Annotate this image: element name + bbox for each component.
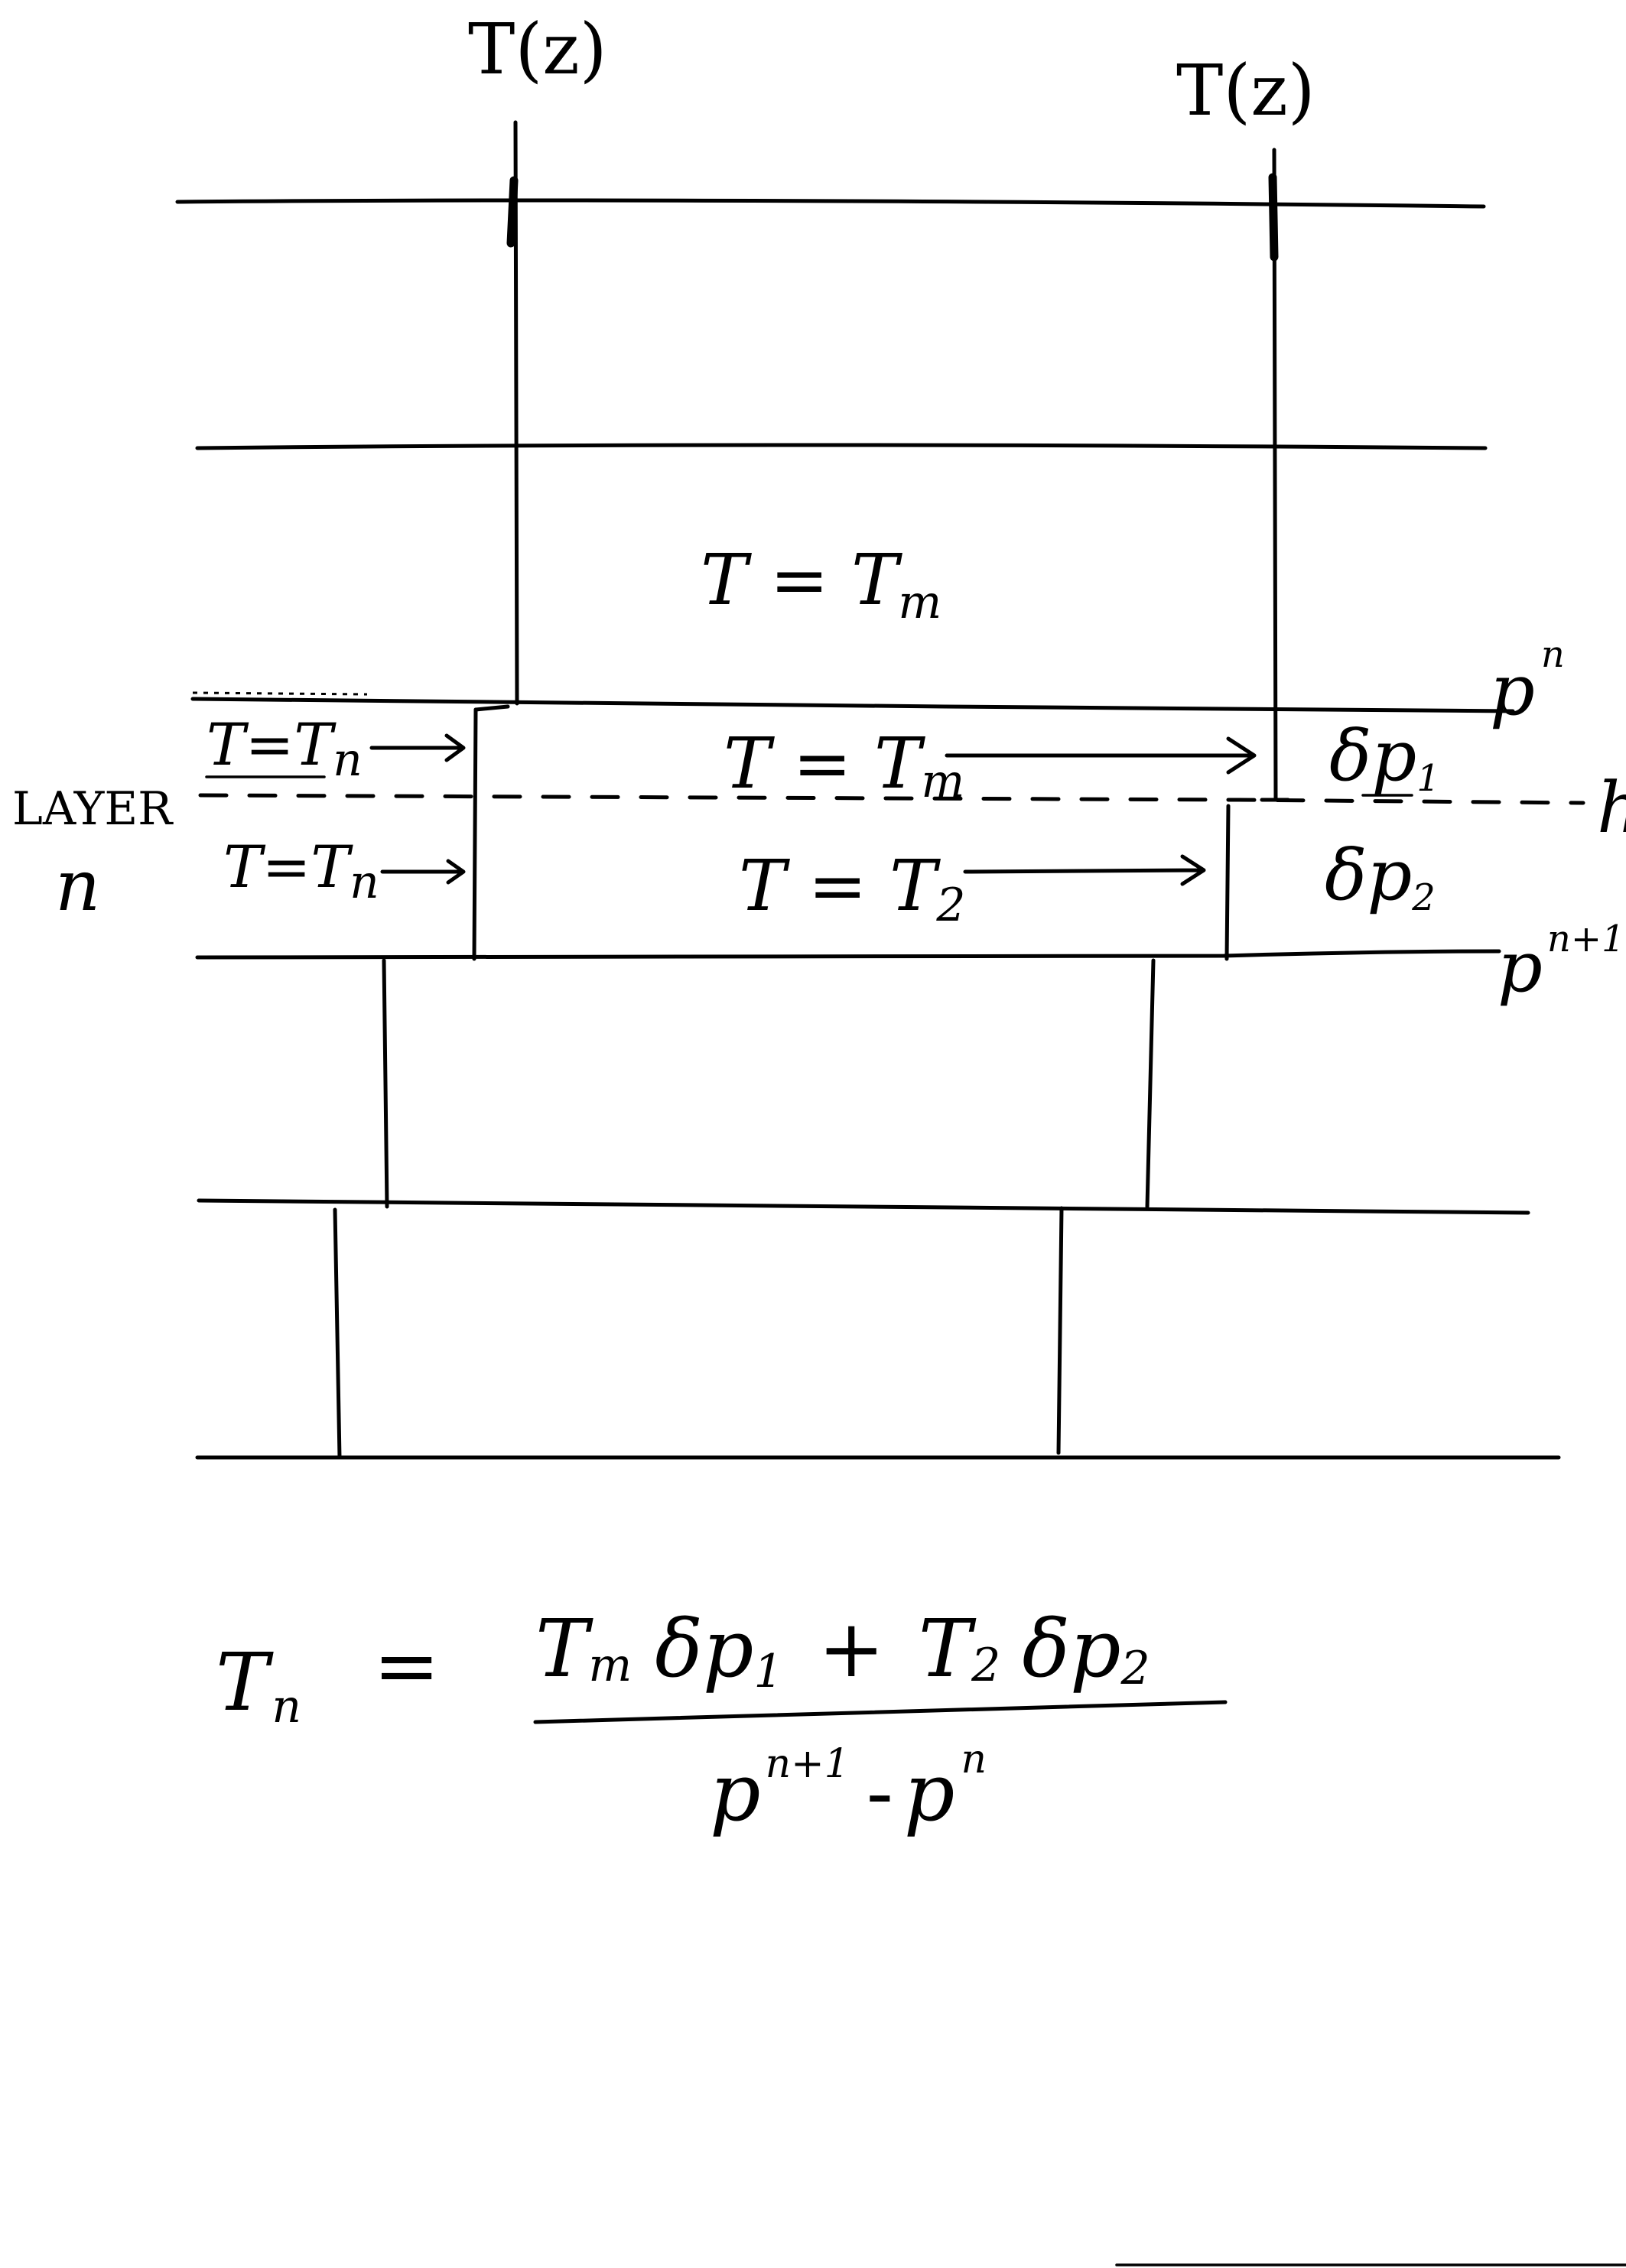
formula-num-term2-dp: δp: [1022, 1602, 1120, 1695]
left-upper-temperature-sub: n: [333, 733, 363, 787]
dp2-main: δp: [1325, 834, 1412, 916]
middle-lower-arrow: [963, 854, 1206, 886]
formula-den-p1: p: [710, 1746, 761, 1839]
middle-upper-arrow: [945, 736, 1257, 775]
left-lower-arrow: [380, 859, 466, 885]
left-upper-temperature-main: T=T: [207, 710, 337, 778]
formula-num-term1-dp: δp: [655, 1602, 753, 1695]
level-h-dashed-line: [198, 793, 1585, 805]
lower-right-wall-1: [1145, 958, 1156, 1209]
interface-line-pn: [190, 697, 1515, 713]
formula-fraction-bar: [533, 1700, 1228, 1724]
formula-lhs-sub: n: [272, 1680, 301, 1733]
interface-line-pn1: [195, 949, 1501, 960]
formula-num-term1-sub: m: [588, 1639, 632, 1692]
middle-upper-temperature-label: T = Tm: [724, 723, 964, 808]
layer-index-label: n: [55, 845, 100, 927]
above-layer-temperature-sub: m: [898, 576, 941, 629]
middle-upper-temperature-main: T = T: [724, 723, 925, 804]
left-lower-temperature-label: T=Tn: [223, 833, 379, 909]
lower-left-wall-1: [382, 958, 389, 1209]
middle-lower-temperature-sub: 2: [935, 879, 965, 932]
pressure-pn-main: p: [1490, 649, 1535, 731]
interface-line-2: [195, 443, 1488, 450]
formula-den-p1-sup: n+1: [766, 1741, 850, 1787]
above-layer-temperature-label: T = Tm: [701, 539, 941, 629]
formula-den-p2: p: [904, 1746, 955, 1839]
left-layer-notch: [473, 704, 510, 712]
pressure-pn-sup: n: [1541, 633, 1565, 676]
formula-num-term2-dp-sub: 2: [1120, 1642, 1150, 1695]
formula-lhs: Tn: [216, 1636, 301, 1733]
dp1-sub: 1: [1416, 757, 1440, 800]
formula-plus: +: [818, 1602, 885, 1695]
formula-minus: -: [867, 1746, 893, 1839]
formula-num-term2: T: [919, 1602, 977, 1695]
formula-den-p2-sup: n: [961, 1737, 987, 1782]
right-column-label: T(z): [1176, 50, 1315, 132]
dp2-sub: 2: [1411, 876, 1436, 919]
column-boundaries: [333, 120, 1290, 1460]
middle-upper-temperature-sub: m: [921, 755, 964, 808]
dp1-main: δp: [1329, 715, 1416, 797]
dp1-label: δp1: [1329, 715, 1440, 800]
level-h-label: h: [1597, 767, 1626, 849]
left-lower-temperature-sub: n: [350, 856, 379, 909]
dp2-label: δp2: [1325, 834, 1436, 919]
formula-num-term2-sub: 2: [971, 1639, 1000, 1692]
above-layer-temperature-main: T = T: [701, 539, 902, 621]
right-layer-wall: [1224, 804, 1231, 961]
layer-side-label: LAYER: [12, 782, 174, 836]
lower-left-wall-2: [333, 1207, 342, 1460]
formula-num-term1: T: [535, 1602, 593, 1695]
left-upper-arrow: [369, 733, 466, 762]
pressure-pn1-main: p: [1498, 926, 1543, 1008]
pressure-pn1-sup: n+1: [1547, 918, 1625, 960]
formula-lhs-main: T: [216, 1636, 274, 1729]
left-layer-wall: [472, 707, 478, 961]
middle-lower-temperature-main: T = T: [739, 845, 941, 927]
middle-lower-temperature-label: T = T2: [739, 845, 966, 932]
lower-right-wall-2: [1056, 1206, 1064, 1455]
left-upper-temperature-label: T=Tn: [207, 710, 363, 787]
left-lower-temperature-main: T=T: [223, 833, 353, 901]
right-column-tick: [1268, 173, 1279, 262]
left-column-label: T(z): [468, 8, 607, 90]
formula-num-term1-dp-sub: 1: [753, 1645, 782, 1698]
interface-line-1: [175, 198, 1486, 209]
layer-interfaces: [175, 198, 1626, 2266]
interface-dotted-accent: [192, 691, 368, 696]
interface-line-5: [197, 1198, 1530, 1215]
formula-equals: =: [373, 1619, 440, 1712]
left-column-tick: [506, 176, 519, 248]
